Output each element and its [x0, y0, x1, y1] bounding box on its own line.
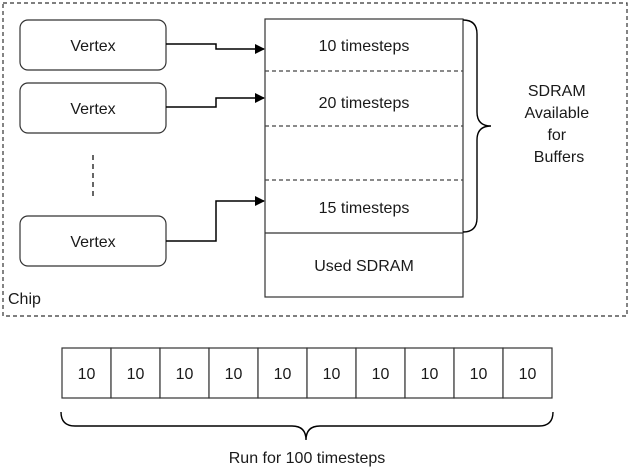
vertex-label: Vertex	[70, 101, 115, 118]
vertex-1: Vertex	[19, 19, 167, 71]
vertex-box	[19, 19, 167, 71]
sdram-stack: 10 timesteps 20 timesteps 15 timesteps U…	[264, 18, 464, 298]
svg-text:10: 10	[372, 366, 390, 383]
chip-label: Chip	[8, 291, 41, 308]
timeline-cell: 10	[257, 347, 308, 399]
timeline-brace	[60, 411, 554, 441]
arrow-vertex-2	[166, 93, 265, 108]
run-timeline: 10 10 10 10 10 10 10 10	[61, 347, 553, 399]
svg-text:10: 10	[519, 366, 537, 383]
timeline-cell: 10	[208, 347, 259, 399]
timeline-cell: 10	[453, 347, 504, 399]
timeline-cell: 10	[404, 347, 455, 399]
vertex-3: Vertex	[19, 215, 167, 267]
svg-text:10: 10	[274, 366, 292, 383]
svg-text:10: 10	[470, 366, 488, 383]
available-sdram-brace	[462, 19, 492, 233]
segment-label-4: 15 timesteps	[319, 200, 410, 217]
timeline-cell: 10	[159, 347, 210, 399]
chip-boundary	[2, 2, 628, 317]
available-sdram-label: SDRAM Available for Buffers	[524, 83, 593, 166]
timeline-caption: Run for 100 timesteps	[229, 450, 386, 467]
arrow-vertex-1	[166, 43, 265, 54]
timeline-cell: 10	[502, 347, 553, 399]
segment-label-2: 20 timesteps	[319, 95, 410, 112]
svg-text:10: 10	[323, 366, 341, 383]
arrow-vertex-3	[166, 196, 265, 242]
vertex-label: Vertex	[70, 234, 115, 251]
sdram-outline	[264, 18, 464, 298]
vertex-2: Vertex	[19, 82, 167, 134]
used-sdram-label: Used SDRAM	[314, 258, 414, 275]
vertex-label: Vertex	[70, 38, 115, 55]
timeline-cell: 10	[355, 347, 406, 399]
vertex-box	[19, 82, 167, 134]
svg-text:10: 10	[176, 366, 194, 383]
timeline-cell: 10	[61, 347, 112, 399]
svg-text:10: 10	[421, 366, 439, 383]
svg-text:10: 10	[225, 366, 243, 383]
svg-text:10: 10	[78, 366, 96, 383]
segment-label-1: 10 timesteps	[319, 38, 410, 55]
timeline-cell: 10	[306, 347, 357, 399]
svg-text:10: 10	[127, 366, 145, 383]
timeline-cell: 10	[110, 347, 161, 399]
